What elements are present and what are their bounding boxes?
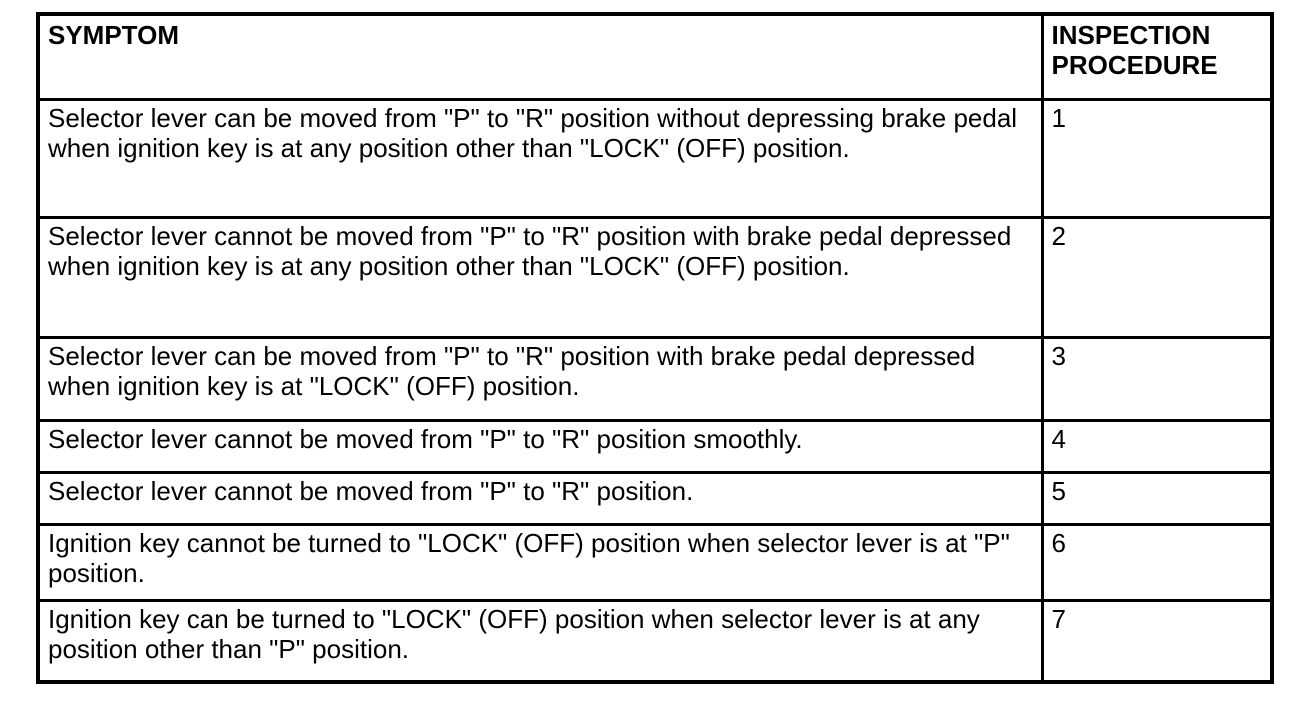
table-row: Ignition key cannot be turned to "LOCK" … [36,522,1274,602]
table-row: Selector lever cannot be moved from "P" … [36,418,1274,474]
symptom-inspection-table: SYMPTOM INSPECTION PROCEDURE Selector le… [36,12,1274,684]
symptom-column-header: SYMPTOM [36,12,1044,101]
procedure-cell: 1 [1040,97,1274,219]
symptom-cell: Ignition key can be turned to "LOCK" (OF… [36,598,1044,684]
procedure-cell: 6 [1040,522,1274,602]
table-row: Ignition key can be turned to "LOCK" (OF… [36,598,1274,684]
procedure-cell: 7 [1040,598,1274,684]
table-row: Selector lever cannot be moved from "P" … [36,215,1274,339]
procedure-cell: 2 [1040,215,1274,339]
symptom-cell: Selector lever cannot be moved from "P" … [36,215,1044,339]
procedure-cell: 3 [1040,335,1274,422]
procedure-column-header: INSPECTION PROCEDURE [1040,12,1274,101]
table-row: Selector lever can be moved from "P" to … [36,335,1274,422]
symptom-cell: Selector lever can be moved from "P" to … [36,97,1044,219]
table-row: Selector lever cannot be moved from "P" … [36,470,1274,526]
table-row: Selector lever can be moved from "P" to … [36,97,1274,219]
procedure-cell: 5 [1040,470,1274,526]
symptom-cell: Selector lever can be moved from "P" to … [36,335,1044,422]
symptom-cell: Selector lever cannot be moved from "P" … [36,470,1044,526]
symptom-cell: Selector lever cannot be moved from "P" … [36,418,1044,474]
table-header-row: SYMPTOM INSPECTION PROCEDURE [36,12,1274,101]
procedure-cell: 4 [1040,418,1274,474]
symptom-cell: Ignition key cannot be turned to "LOCK" … [36,522,1044,602]
